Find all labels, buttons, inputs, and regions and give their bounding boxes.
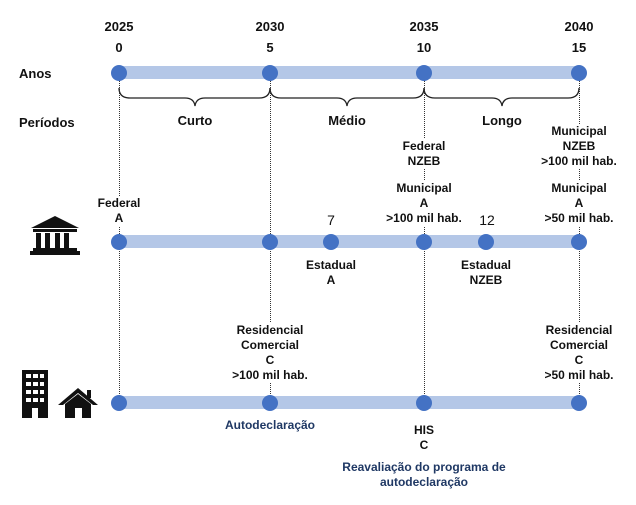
label-his-c: HIS C <box>413 423 434 452</box>
public-dot-2040 <box>571 234 587 250</box>
label-federal-a: Federal A <box>79 196 159 226</box>
years-dot-2030 <box>262 65 278 81</box>
row-label-periodos: Períodos <box>19 115 75 130</box>
timeline-public-track <box>112 235 586 248</box>
public-dot-2030 <box>262 234 278 250</box>
public-dot-year-7 <box>323 234 339 250</box>
label-year-7: 7 <box>327 212 335 228</box>
label-res-com-c-50: Residencial Comercial C >50 mil hab. <box>524 323 634 383</box>
years-dot-2035 <box>416 65 432 81</box>
offset-10: 10 <box>416 40 432 55</box>
buildings-dot-2035 <box>416 395 432 411</box>
apartment-building-icon <box>22 370 48 418</box>
buildings-dot-2025 <box>111 395 127 411</box>
public-dot-2035 <box>416 234 432 250</box>
timeline-years-track <box>112 66 586 79</box>
public-dot-year-12 <box>478 234 494 250</box>
timeline-buildings-track <box>112 396 586 409</box>
year-2040: 2040 <box>564 19 594 34</box>
period-medium: Médio <box>328 113 366 128</box>
brace-medio <box>269 87 425 107</box>
brace-longo <box>423 87 580 107</box>
label-res-com-c-100: Residencial Comercial C >100 mil hab. <box>215 323 325 383</box>
period-short: Curto <box>177 113 213 128</box>
label-municipal-a-100: Municipal A >100 mil hab. <box>374 181 474 226</box>
period-long: Longo <box>482 113 522 128</box>
offset-15: 15 <box>571 40 587 55</box>
offset-0: 0 <box>115 40 123 55</box>
brace-curto <box>118 87 271 107</box>
buildings-dot-2040 <box>571 395 587 411</box>
year-2035: 2035 <box>409 19 439 34</box>
label-reavaliacao: Reavaliação do programa de autodeclaraçã… <box>342 460 506 489</box>
public-dot-2025 <box>111 234 127 250</box>
years-dot-2040 <box>571 65 587 81</box>
house-icon <box>58 388 98 418</box>
label-year-12: 12 <box>479 212 495 228</box>
label-estadual-nzeb: Estadual NZEB <box>460 258 511 287</box>
year-2025: 2025 <box>104 19 134 34</box>
row-label-anos: Anos <box>19 66 52 81</box>
period-braces <box>118 87 580 107</box>
label-federal-nzeb: Federal NZEB <box>374 139 474 169</box>
government-building-icon <box>30 216 80 255</box>
offset-5: 5 <box>266 40 274 55</box>
label-municipal-nzeb-100: Municipal NZEB >100 mil hab. <box>529 124 629 169</box>
label-autodeclaracao: Autodeclaração <box>224 418 316 432</box>
years-dot-2025 <box>111 65 127 81</box>
label-estadual-a: Estadual A <box>305 258 356 287</box>
year-2030: 2030 <box>255 19 285 34</box>
buildings-dot-2030 <box>262 395 278 411</box>
label-municipal-a-50: Municipal A >50 mil hab. <box>529 181 629 226</box>
